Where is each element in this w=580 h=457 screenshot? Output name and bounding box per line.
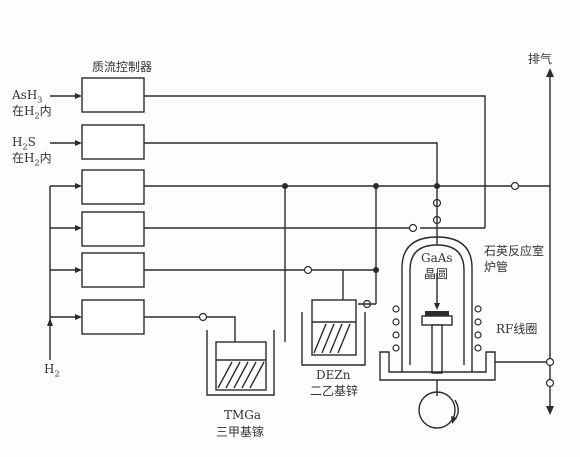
dezn-bath <box>301 312 366 366</box>
row6-line <box>144 316 236 342</box>
dezn-label: DEZn <box>316 368 351 382</box>
exhaust-top-arrow-icon <box>546 68 554 77</box>
valve-row6 <box>198 312 208 322</box>
mfc-box-ash3 <box>81 77 145 113</box>
exhaust-label: 排气 <box>528 52 553 66</box>
ash3-arrow-icon <box>75 93 82 99</box>
reactor-base <box>379 351 496 381</box>
ash3-line <box>144 95 486 228</box>
mfc-box-5 <box>81 252 145 288</box>
tmga-liquid-hatch <box>217 361 265 389</box>
susceptor <box>421 315 453 326</box>
dezn-cn-label: 二乙基锌 <box>310 384 359 398</box>
rf-coil-label: RF线圈 <box>496 322 538 336</box>
exhaust-bottom-arrow-icon <box>546 406 554 415</box>
ash3-carrier-label: 在H2内 <box>12 104 52 121</box>
h2s-arrow-icon <box>75 140 82 146</box>
rotation-arrow-icon <box>451 416 457 424</box>
gaas-arrow-icon <box>434 303 440 310</box>
h2s-line <box>144 142 438 186</box>
wafer-label: 晶圆 <box>424 267 449 281</box>
susceptor-shaft <box>431 324 443 374</box>
h2-label: H2 <box>44 362 60 379</box>
valve-exhaust-3 <box>545 378 555 388</box>
rf-coils <box>392 305 482 352</box>
gaas-label: GaAs <box>421 251 453 265</box>
h2-branch-3-arrow-icon <box>75 267 82 273</box>
valve-row4 <box>408 223 418 233</box>
reactor-tube-label: 炉管 <box>484 260 509 274</box>
tmga-bath <box>206 330 275 396</box>
quartz-outer <box>401 236 473 372</box>
rotation-wheel <box>418 391 456 429</box>
tmga-label: TMGa <box>224 408 262 422</box>
mfc-box-4 <box>81 211 145 247</box>
ash3-label: AsH3 <box>12 88 43 105</box>
valve-exhaust <box>510 181 520 191</box>
reactor-label: 石英反应室 <box>484 244 545 258</box>
dezn-liquid-hatch <box>313 323 351 354</box>
h2-branch-2-arrow-icon <box>75 225 82 231</box>
quartz-tube <box>409 244 465 365</box>
h2s-label: H2S <box>12 135 36 152</box>
mfc-box-h2s <box>81 124 145 160</box>
gaas-wafer <box>425 311 449 316</box>
dezn-vessel <box>311 299 357 356</box>
mfc-title: 质流控制器 <box>92 60 153 74</box>
h2-branch-4-arrow-icon <box>75 314 82 320</box>
tmga-cn-label: 三甲基镓 <box>216 425 265 439</box>
tmga-vessel <box>215 341 267 391</box>
mfc-box-6 <box>81 299 145 335</box>
h2-branch-1-arrow-icon <box>75 183 82 189</box>
valve-exhaust-2 <box>545 357 555 367</box>
valve-row5 <box>303 265 313 275</box>
h2s-carrier-label: 在H2内 <box>12 151 52 168</box>
mfc-box-3 <box>81 169 145 205</box>
h2-arrow-icon <box>47 318 53 326</box>
